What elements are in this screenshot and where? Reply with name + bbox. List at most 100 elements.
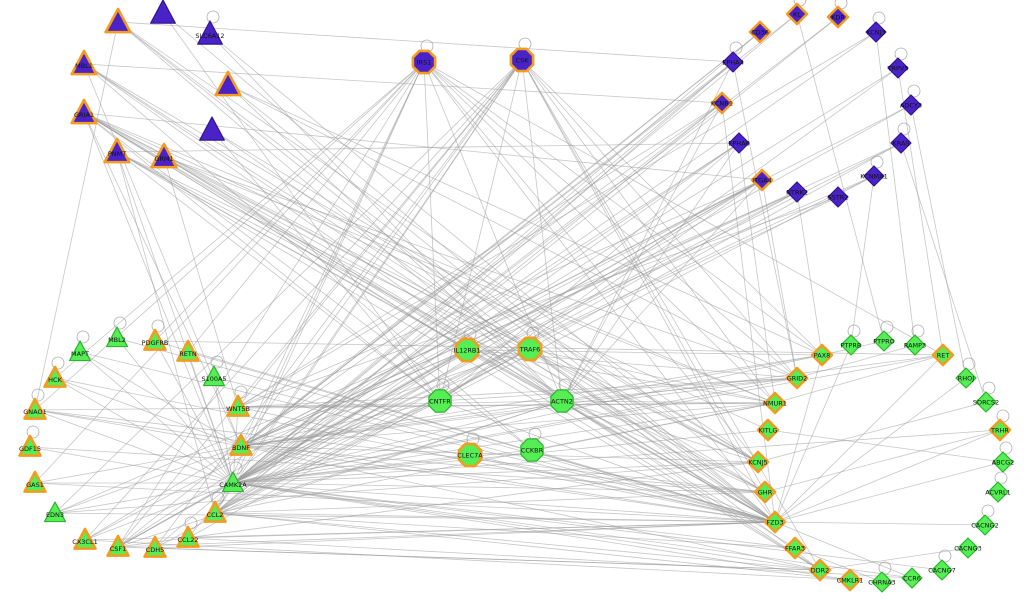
self-loop-KCNMA1 [870, 155, 884, 169]
node-HCK[interactable] [43, 365, 67, 388]
node-CD36[interactable] [748, 20, 772, 44]
node-CHRNA3[interactable] [871, 571, 893, 593]
node-EPHA6[interactable] [728, 132, 750, 154]
node-SORCS2[interactable] [975, 391, 997, 413]
node-CACNG2[interactable] [974, 514, 996, 536]
node-CCL2[interactable] [203, 500, 227, 523]
node-ABCG2[interactable] [992, 451, 1014, 473]
node-S100A5[interactable] [202, 365, 226, 387]
node-KITLG[interactable] [756, 418, 780, 442]
edge-IL12RB1-BDNF [240, 349, 468, 447]
node-GDF15[interactable] [18, 434, 42, 457]
node-FFAR3[interactable] [783, 536, 807, 560]
node-ACVRL1[interactable] [987, 481, 1009, 503]
node-CAMK2A[interactable] [221, 471, 245, 493]
edge-KCNJ3-WNT5B [237, 31, 877, 408]
node-CCR6[interactable] [901, 567, 923, 589]
edge-DDR2-CACNG3 [819, 547, 969, 571]
edge-KRAS-CAMK2A [232, 142, 902, 484]
node-IRS1[interactable] [411, 49, 437, 75]
node-KRAS[interactable] [890, 132, 912, 154]
node-KCNJ5[interactable] [746, 450, 770, 474]
node-DDR2[interactable] [808, 558, 832, 582]
node-SSTR2[interactable] [827, 186, 849, 208]
node-NMUR1[interactable] [763, 391, 787, 415]
node-TRAF6[interactable] [517, 336, 543, 362]
node-CACNG7[interactable] [931, 559, 953, 581]
node-PNMT[interactable] [103, 137, 131, 164]
node-TRI5[interactable] [214, 70, 242, 97]
self-loop-RHOJ [962, 357, 976, 371]
node-CSK[interactable] [509, 47, 535, 73]
node-EPHA4[interactable] [722, 51, 744, 73]
node-KL[interactable] [785, 2, 809, 26]
node-CSF1[interactable] [106, 534, 130, 557]
node-GAS1[interactable] [23, 470, 47, 493]
node-PTPRB[interactable] [840, 334, 862, 356]
self-loop-EPHA4 [729, 41, 743, 55]
node-RHOJ[interactable] [955, 367, 977, 389]
edge-KCNB1-ACTN2 [561, 102, 723, 402]
edge-CSK-PAX8 [521, 59, 823, 356]
node-NTRK2[interactable] [786, 181, 808, 203]
node-PAX8[interactable] [810, 343, 834, 367]
node-TRHR[interactable] [988, 418, 1012, 442]
node-CACNG3[interactable] [957, 537, 979, 559]
node-IL12RB1[interactable] [454, 337, 480, 363]
node-RETN[interactable] [176, 339, 200, 362]
node-KCNB1[interactable] [710, 91, 734, 115]
node-TRI1[interactable] [104, 7, 132, 34]
node-CX3CL1[interactable] [73, 527, 97, 550]
node-KCNJ3[interactable] [865, 21, 887, 43]
node-GRID2[interactable] [785, 366, 809, 390]
node-TRPV5[interactable] [887, 57, 909, 79]
self-loop-KRAS [897, 122, 911, 136]
node-BDNF[interactable] [229, 433, 253, 456]
edge-MBL1-ACTN2 [83, 63, 563, 402]
node-GRIA1[interactable] [70, 98, 98, 125]
node-WNT5B[interactable] [226, 394, 250, 417]
node-FZD3[interactable] [763, 510, 787, 534]
node-SLC6A12[interactable] [197, 20, 223, 45]
node-PDGFRB[interactable] [143, 328, 167, 351]
node-CDH5[interactable] [143, 535, 167, 558]
edge-TRI5-ACTN2 [227, 84, 563, 402]
node-GHR[interactable] [753, 480, 777, 504]
node-CMKLR1[interactable] [838, 568, 862, 592]
node-KDR[interactable] [826, 5, 850, 29]
node-GRM1[interactable] [150, 142, 178, 169]
edge-EPHA4-ACTN2 [561, 61, 734, 402]
self-loop-ACVRL1 [994, 471, 1008, 485]
self-loop-CAMK2A [229, 461, 243, 475]
node-CCL22[interactable] [176, 525, 200, 548]
node-KCNMA1[interactable] [863, 165, 885, 187]
node-MBL1[interactable] [70, 49, 98, 76]
edge-CSK-BDNF [240, 59, 523, 447]
node-PTPRO[interactable] [873, 330, 895, 352]
self-loop-RAMP3 [911, 324, 925, 338]
node-TRI7[interactable] [199, 116, 225, 141]
node-RET[interactable] [931, 343, 955, 367]
node-CLEC7A[interactable] [457, 442, 483, 468]
edge-EDN3-FZD3 [54, 512, 776, 523]
node-ADCY3[interactable] [900, 94, 922, 116]
edge-MAPT-CAMK2A [79, 351, 234, 484]
node-RAMP3[interactable] [904, 334, 926, 356]
node-CNTFR[interactable] [428, 389, 452, 413]
edge-TRAF6-NMUR1 [529, 348, 776, 404]
node-ITGA4[interactable] [750, 168, 774, 192]
edge-IRS1-RETN [187, 61, 425, 353]
node-ACTN2[interactable] [550, 389, 574, 413]
node-MBL2[interactable] [105, 326, 129, 348]
edge-FZD3-PAX8 [774, 354, 823, 523]
node-GNAO1[interactable] [23, 397, 47, 420]
self-loop-TRPV5 [894, 47, 908, 61]
edge-CNTFR-FZD3 [439, 400, 776, 523]
node-CCKBR[interactable] [520, 438, 544, 462]
edge-GRID2-RAMP3 [796, 344, 916, 379]
node-EDN3[interactable] [43, 501, 67, 523]
node-TRI2[interactable] [150, 0, 176, 24]
node-MAPT[interactable] [68, 340, 92, 362]
